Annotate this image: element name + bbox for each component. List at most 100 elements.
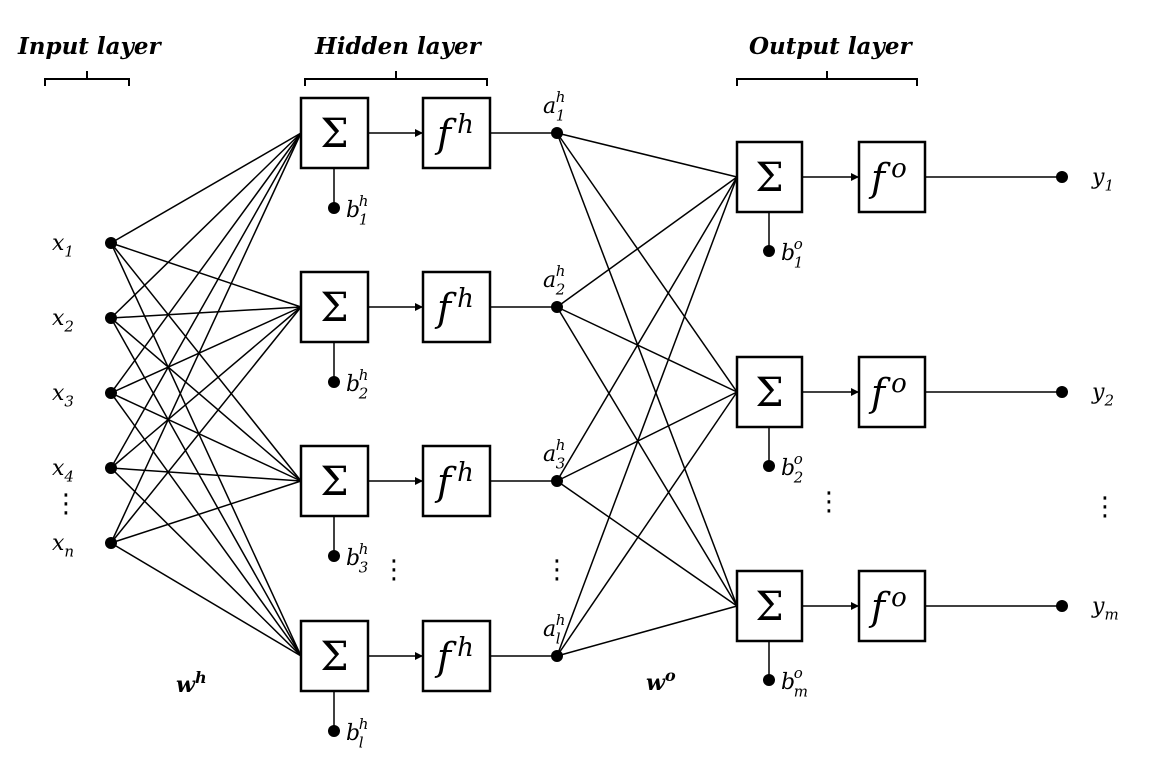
hidden-activation-box (421, 619, 492, 693)
input-label: x3 (52, 381, 74, 411)
edge-x1-h1 (110, 132, 302, 244)
edge-a4-o1 (556, 176, 738, 657)
edge-x4-h1 (110, 132, 302, 469)
ellipsis-markers: ⋮ ⋮ ⋮ ⋮ ⋮ (53, 487, 1118, 585)
vertical-ellipsis: ⋮ (381, 555, 407, 585)
hidden-weights-label: wh (176, 668, 207, 698)
edge-x5-h3 (110, 480, 302, 544)
edge-x3-h1 (110, 132, 302, 394)
edge-x1-h3 (110, 242, 302, 482)
edge-x1-h2 (110, 242, 302, 308)
edge-a4-o3 (556, 605, 738, 657)
vertical-ellipsis: ⋮ (1092, 492, 1118, 522)
edge-x4-h2 (110, 306, 302, 469)
summation-symbol: Σ (320, 285, 348, 331)
hidden-layer-bracket (304, 71, 488, 86)
hidden-activation-node (551, 650, 563, 662)
input-layer-bracket (44, 71, 130, 86)
input-layer: x1 x2 x3 x4 xn (52, 231, 117, 561)
hidden-sum-box (299, 619, 370, 693)
output-label: y2 (1091, 380, 1114, 410)
summation-symbol: Σ (320, 634, 348, 680)
edge-x5-h2 (110, 306, 302, 544)
vertical-ellipsis: ⋮ (544, 555, 570, 585)
edge-a1-o3 (556, 132, 738, 607)
bias-node (763, 460, 775, 472)
hidden-weight-connections (110, 132, 302, 657)
edge-a2-o3 (556, 306, 738, 607)
edge-x2-h4 (110, 317, 302, 657)
vertical-ellipsis: ⋮ (816, 487, 842, 517)
summation-symbol: Σ (755, 155, 783, 201)
input-label: x1 (52, 231, 74, 261)
edge-x4-h4 (110, 467, 302, 657)
input-node: x2 (52, 306, 117, 336)
bias-node (328, 725, 340, 737)
input-label: xn (52, 531, 74, 561)
svg-text:wo: wo (646, 666, 676, 696)
edge-a2-o1 (556, 176, 738, 308)
edge-x2-h1 (110, 132, 302, 319)
input-node-dot (105, 462, 117, 474)
input-node-dot (105, 237, 117, 249)
summation-symbol: Σ (755, 584, 783, 630)
input-node-dot (105, 537, 117, 549)
hidden-activation-node (551, 475, 563, 487)
vertical-ellipsis: ⋮ (53, 489, 79, 519)
input-node: x4 (52, 456, 117, 486)
edge-x4-h3 (110, 467, 302, 482)
output-activation-box (857, 355, 927, 429)
edge-x3-h3 (110, 392, 302, 482)
edge-a3-o1 (556, 176, 738, 482)
output-activation-box (857, 569, 927, 643)
output-layer-bracket (736, 71, 918, 86)
edge-x5-h1 (110, 132, 302, 544)
summation-symbol: Σ (320, 459, 348, 505)
bias-node (328, 376, 340, 388)
output-layer-title: Output layer (749, 33, 913, 60)
bias-node (328, 202, 340, 214)
svg-text:wh: wh (176, 668, 207, 698)
edge-a3-o3 (556, 480, 738, 607)
input-node-dot (105, 312, 117, 324)
input-label: x4 (52, 456, 74, 486)
output-weights-label: wo (646, 666, 676, 696)
edge-x3-h2 (110, 306, 302, 394)
output-node (1056, 600, 1068, 612)
summation-symbol: Σ (755, 370, 783, 416)
edge-x5-h4 (110, 542, 302, 657)
edge-x1-h4 (110, 242, 302, 657)
edge-x2-h2 (110, 306, 302, 319)
edge-a2-o2 (556, 306, 738, 393)
input-node: x3 (52, 381, 117, 411)
input-label: x2 (52, 306, 74, 336)
hidden-activation-box (421, 270, 492, 344)
summation-symbol: Σ (320, 111, 348, 157)
input-layer-title: Input layer (17, 33, 163, 60)
hidden-activation-box (421, 96, 492, 170)
edge-x3-h4 (110, 392, 302, 657)
output-weight-connections (556, 132, 738, 657)
bias-node (763, 674, 775, 686)
hidden-activation-node (551, 301, 563, 313)
edge-x2-h3 (110, 317, 302, 482)
